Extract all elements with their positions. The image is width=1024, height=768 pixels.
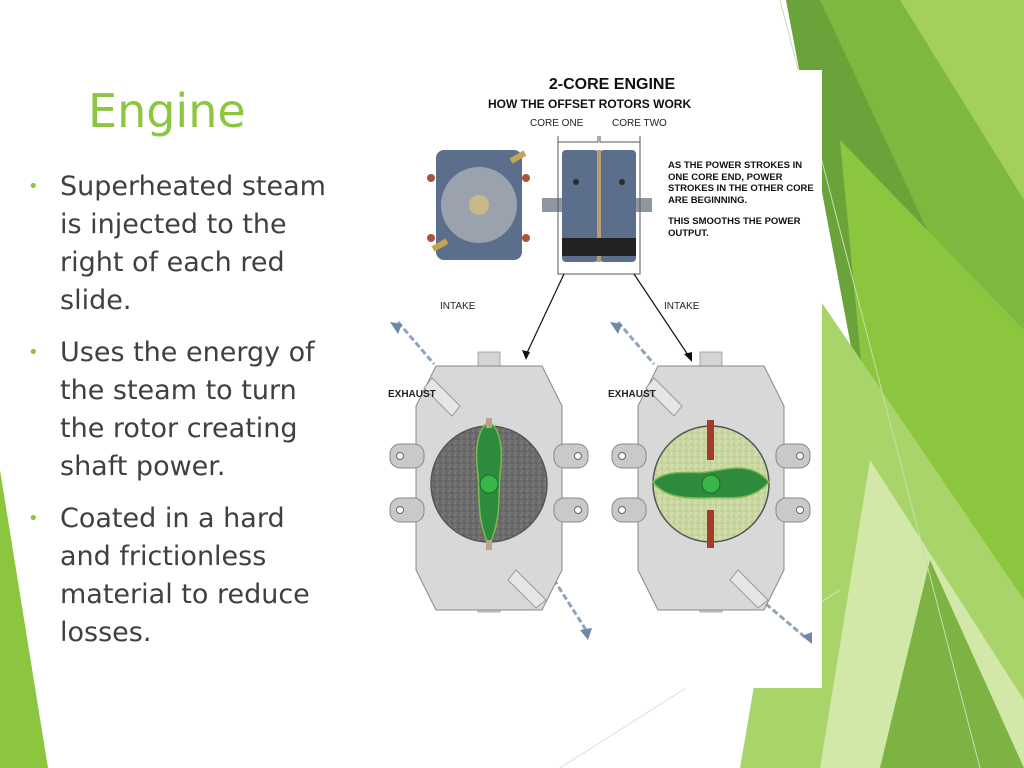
exhaust-label: EXHAUST (608, 389, 656, 400)
intake-label: INTAKE (440, 301, 476, 312)
engine-diagram-graphics (389, 136, 812, 644)
engine-two-core-view (542, 150, 652, 262)
engine-diagram: 2-CORE ENGINE HOW THE OFFSET ROTORS WORK… (376, 70, 822, 688)
core-two-cross-section (610, 321, 812, 644)
exhaust-label: EXHAUST (388, 389, 436, 400)
bullet-marker: • (28, 342, 39, 363)
intake-label: INTAKE (664, 301, 700, 312)
slide-title: Engine (88, 84, 246, 138)
bullet-marker: • (28, 508, 39, 529)
bullet-item: • Uses the energy of the steam to turn t… (28, 334, 328, 486)
bullet-list: • Superheated steam is injected to the r… (28, 168, 328, 666)
bullet-item: • Coated in a hard and frictionless mate… (28, 500, 328, 652)
bullet-text: Uses the energy of the steam to turn the… (60, 337, 315, 482)
core-two-label: CORE TWO (612, 118, 667, 129)
bullet-marker: • (28, 176, 39, 197)
core-one-cross-section (389, 321, 592, 640)
diagram-title: 2-CORE ENGINE (548, 76, 676, 93)
core-one-label: CORE ONE (530, 118, 584, 129)
diagram-note: AS THE POWER STROKES IN ONE CORE END, PO… (668, 160, 818, 249)
bullet-text: Coated in a hard and frictionless materi… (60, 503, 310, 648)
engine-end-view (427, 150, 530, 260)
note-text: THIS SMOOTHS THE POWER OUTPUT. (668, 216, 801, 239)
bullet-text: Superheated steam is injected to the rig… (60, 171, 326, 316)
diagram-subtitle: HOW THE OFFSET ROTORS WORK (488, 97, 692, 111)
bullet-item: • Superheated steam is injected to the r… (28, 168, 328, 320)
note-text: AS THE POWER STROKES IN ONE CORE END, PO… (668, 160, 814, 206)
